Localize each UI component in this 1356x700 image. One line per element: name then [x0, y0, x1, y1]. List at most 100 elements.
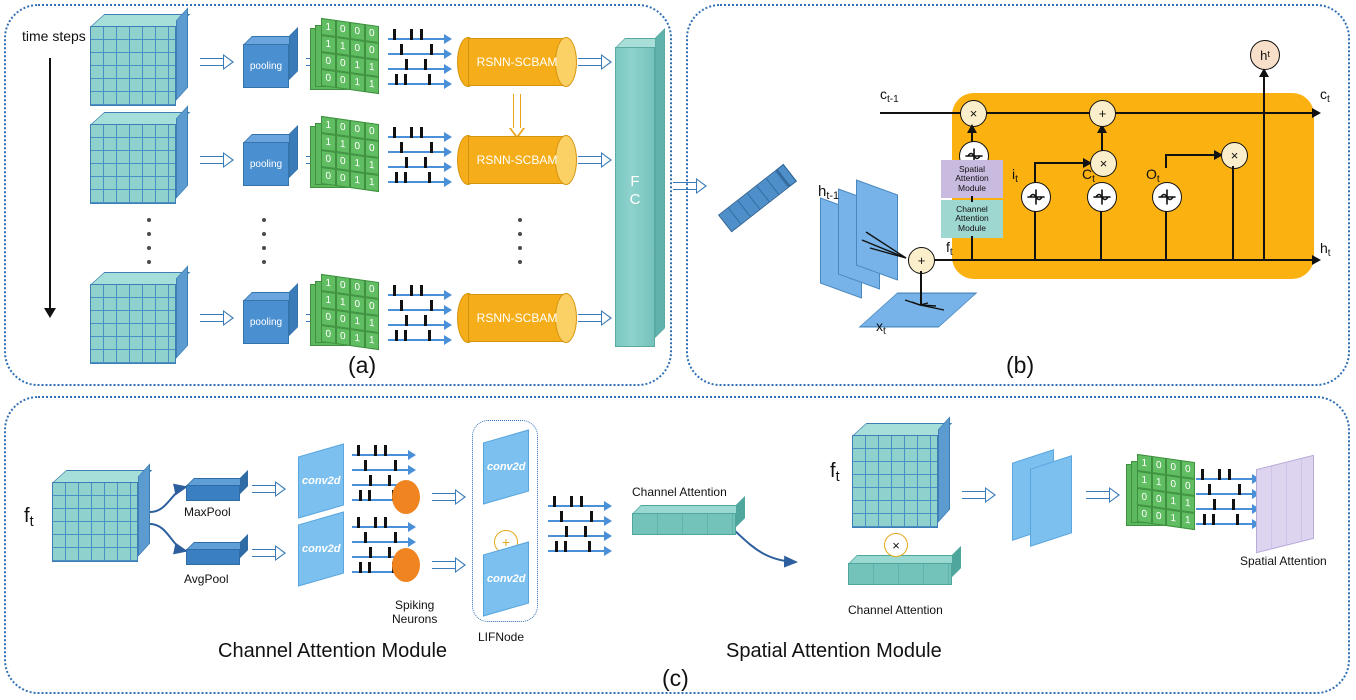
ellipsis-dots	[147, 218, 151, 264]
matrix-cell: 1	[1151, 472, 1166, 492]
matrix-cell: 1	[364, 156, 379, 176]
input-feature-cube	[90, 265, 191, 364]
arrow-cube-to-pooling	[200, 54, 234, 70]
wire-candidate	[1100, 196, 1102, 260]
matrix-cell: 1	[350, 154, 365, 174]
matrix-cell: 0	[350, 295, 365, 315]
arrow-cube-to-pooling	[200, 152, 234, 168]
output-gate-spiking-neuron	[1152, 182, 1182, 212]
output-gate-label: Ot	[1146, 166, 1160, 185]
candidate-add-arrow-tip	[1097, 124, 1107, 133]
output-multiply-arrow-tip	[1214, 150, 1223, 160]
matrix-cell: 0	[335, 168, 350, 188]
input-multiply-arrow-tip	[1083, 158, 1092, 168]
rsnn-scbam-cylinder: RSNN-SCBAM	[457, 135, 577, 185]
panel-c-attention-modules	[4, 396, 1350, 694]
matrix-cell: 0	[335, 117, 350, 137]
wire-output-corner	[1165, 154, 1167, 168]
arrow-fc-to-output	[673, 178, 707, 194]
lstm-cell-body	[952, 93, 1314, 279]
panel-b-rsnn-scbam-cell	[686, 4, 1350, 386]
lifnode-box	[472, 420, 538, 622]
matrix-cell: 0	[364, 24, 379, 44]
matrix-cell: 0	[1137, 487, 1152, 507]
concat-add-node: +	[908, 247, 935, 274]
matrix-cell: 1	[321, 273, 336, 293]
matrix-cell: 1	[321, 17, 336, 37]
lifnode-label: LIFNode	[478, 630, 525, 644]
rsnn-scbam-label: RSNN-SCBAM	[476, 153, 558, 167]
matrix-cell: 0	[350, 278, 365, 298]
matrix-cell: 1	[364, 75, 379, 95]
wire-output-to-multiply	[1165, 154, 1221, 156]
matrix-cell: 0	[350, 39, 365, 59]
matrix-cell: 0	[364, 280, 379, 300]
cell-state-arrow-tip	[1312, 108, 1321, 118]
spike-train-group	[388, 28, 458, 89]
arrow-maxpool-to-conv	[252, 481, 286, 497]
matrix-cell: 1	[350, 171, 365, 191]
arrow-rsnn-to-fc	[578, 310, 612, 326]
avgpool-label: AvgPool	[184, 572, 229, 586]
time-steps-label: time steps	[22, 28, 86, 44]
matrix-cell: 1	[321, 34, 336, 54]
matrix-cell: 0	[1166, 475, 1181, 495]
ft-input-label: ft	[24, 505, 34, 531]
matrix-cell: 0	[364, 41, 379, 61]
matrix-cell: 0	[350, 137, 365, 157]
matrix-cell: 1	[321, 132, 336, 152]
spatial-ft-label: ft	[830, 460, 840, 486]
arrow-neuron-to-lif	[432, 557, 466, 573]
channel-attention-top-label: Channel Attention	[632, 485, 727, 499]
spatial-binary-matrix: 1 0 0 0 1 1 0 0 0 0 1 1 0 0 1 1	[1126, 453, 1198, 534]
matrix-cell: 1	[335, 36, 350, 56]
matrix-cell: 0	[321, 68, 336, 88]
matrix-cell: 0	[1137, 504, 1152, 524]
matrix-cell: 0	[1180, 460, 1195, 480]
matrix-cell: 1	[1180, 494, 1195, 514]
arrow-recurrent-down	[509, 94, 525, 140]
matrix-cell: 0	[335, 275, 350, 295]
matrix-cell: 0	[350, 22, 365, 42]
wire-ct-to-ht-node	[1263, 72, 1265, 260]
arrow-cube-to-pooling	[200, 310, 234, 326]
spiking-neuron-node	[392, 480, 420, 514]
spike-train-group	[548, 495, 628, 556]
wire-forget-up	[971, 128, 973, 144]
forget-multiply-node: ×	[960, 100, 987, 127]
matrix-cell: 0	[350, 120, 365, 140]
arrow-cube-to-slab	[962, 487, 996, 503]
ellipsis-dots	[262, 218, 266, 264]
matrix-cell: 1	[335, 292, 350, 312]
spatial-input-feature-cube	[852, 416, 953, 528]
matrix-cell: 0	[321, 51, 336, 71]
matrix-cell: 0	[335, 53, 350, 73]
matrix-cell: 0	[364, 122, 379, 142]
candidate-spiking-neuron	[1087, 182, 1117, 212]
wire-input-to-multiply	[1034, 162, 1090, 164]
matrix-cell: 0	[321, 166, 336, 186]
matrix-cell: 0	[1180, 477, 1195, 497]
arrow-rsnn-to-fc	[578, 54, 612, 70]
input-gate-label: it	[1012, 166, 1018, 185]
matrix-cell: 1	[1166, 509, 1181, 529]
cell-add-node: +	[1089, 100, 1116, 127]
matrix-cell: 0	[335, 19, 350, 39]
spatial-attention-module-title: Spatial Attention Module	[726, 640, 942, 662]
spike-train-group	[388, 284, 458, 345]
matrix-cell: 1	[364, 331, 379, 351]
pooling-label: pooling	[243, 44, 289, 88]
matrix-cell: 0	[364, 139, 379, 159]
matrix-cell: 0	[321, 324, 336, 344]
rsnn-scbam-label: RSNN-SCBAM	[476, 55, 558, 69]
matrix-cell: 1	[364, 58, 379, 78]
hidden-multiply-node: ×	[1221, 142, 1248, 169]
conv2d-block: conv2d	[298, 511, 344, 587]
panel-a-label: (a)	[348, 352, 377, 378]
matrix-cell: 1	[350, 312, 365, 332]
candidate-label: Ct	[1082, 166, 1095, 185]
matrix-cell: 1	[1166, 492, 1181, 512]
binary-spike-matrix: 1 0 0 0 1 1 0 0 0 0 1 1 0 0 1 1	[310, 115, 382, 196]
spatial-multiply-node: ×	[884, 533, 908, 557]
